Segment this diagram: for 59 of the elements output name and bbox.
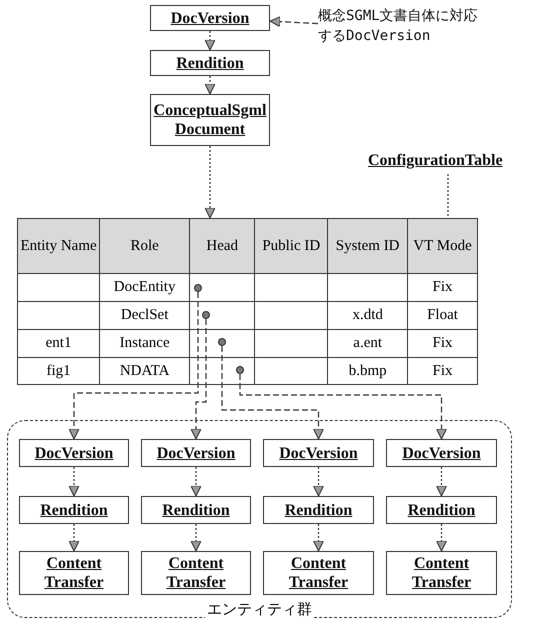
arrow <box>204 31 216 50</box>
object-box: DocVersion <box>263 439 374 467</box>
table-cell: a.ent <box>328 330 408 358</box>
anchor-dot <box>194 284 202 292</box>
table-header-cell: System ID <box>328 218 408 274</box>
table-name: ConfigurationTable <box>368 152 528 174</box>
table-header-cell: Entity Name <box>18 218 100 274</box>
table-header-cell: VT Mode <box>408 218 478 274</box>
table-header-cell: Role <box>100 218 190 274</box>
table-cell: x.dtd <box>328 302 408 330</box>
object-box: Rendition <box>263 496 374 524</box>
object-box: ConceptualSgml Document <box>150 94 270 146</box>
arrow <box>68 292 199 440</box>
anchor-dot <box>236 366 244 374</box>
arrow <box>190 467 202 496</box>
object-box: Content Transfer <box>263 551 374 595</box>
object-box: Content Transfer <box>19 551 129 595</box>
group-frame <box>7 420 512 618</box>
object-box: DocVersion <box>150 5 270 31</box>
table-header-cell: Public ID <box>254 218 328 274</box>
arrow <box>190 319 207 440</box>
table-cell: ent1 <box>18 330 100 358</box>
table-cell: b.bmp <box>328 358 408 384</box>
table-cell: Float <box>408 302 478 330</box>
annotation-text: 概念SGML文書自体に対応するDocVersion <box>318 6 488 50</box>
table-cell: NDATA <box>100 358 190 384</box>
arrow <box>68 467 80 496</box>
table-cell: fig1 <box>18 358 100 384</box>
arrow <box>204 76 216 94</box>
object-box: Rendition <box>150 50 270 76</box>
table-cell: Fix <box>408 274 478 302</box>
object-box: Rendition <box>19 496 129 524</box>
table-header-cell: Head <box>190 218 255 274</box>
leader-line <box>447 174 449 218</box>
anchor-dot <box>202 311 210 319</box>
object-box: Content Transfer <box>386 551 497 595</box>
table-cell: Fix <box>408 330 478 358</box>
group-label: エンティティ群 <box>205 600 314 619</box>
arrow <box>239 374 447 440</box>
object-box: Rendition <box>386 496 497 524</box>
object-box: DocVersion <box>19 439 129 467</box>
object-box: Content Transfer <box>141 551 251 595</box>
arrow <box>313 467 324 496</box>
table-cell: DocEntity <box>100 274 190 302</box>
arrow <box>221 346 324 440</box>
arrow <box>436 467 447 496</box>
arrow <box>190 524 202 552</box>
arrow <box>436 524 447 552</box>
arrow <box>204 146 216 218</box>
anchor-dot <box>218 338 226 346</box>
arrow <box>313 524 324 552</box>
arrow <box>68 524 80 552</box>
table-cell: Instance <box>100 330 190 358</box>
table-cell: DeclSet <box>100 302 190 330</box>
object-box: DocVersion <box>141 439 251 467</box>
table-cell: Fix <box>408 358 478 384</box>
arrow <box>270 16 318 28</box>
object-box: DocVersion <box>386 439 497 467</box>
object-box: Rendition <box>141 496 251 524</box>
